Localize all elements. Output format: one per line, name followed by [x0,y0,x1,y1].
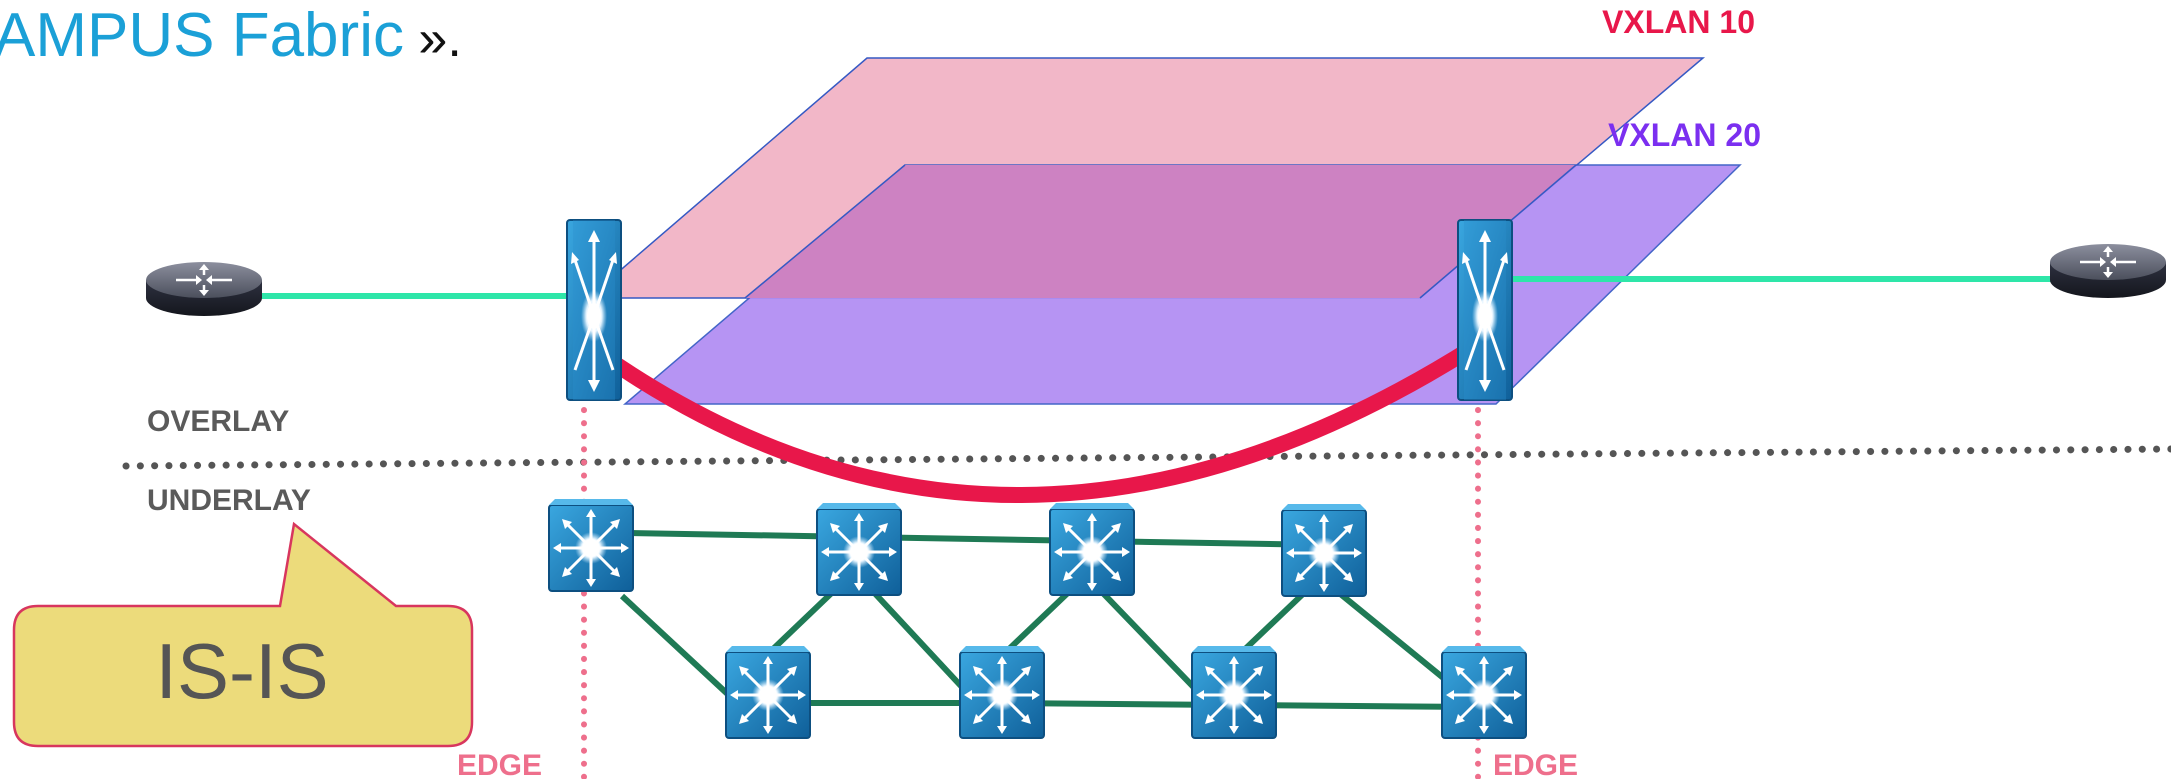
is-is-callout [12,521,474,748]
vxlan-tunnel [590,340,1480,503]
fabric-switch-icon [1048,501,1136,597]
title-suffix: ». [403,10,462,68]
edge-fabric-switch-icon [1440,644,1528,740]
edge-switch-icon [1456,218,1514,402]
fabric-switch-icon [724,644,812,740]
edge-label-right: EDGE [1493,749,1579,782]
router-icon [144,260,264,318]
fabric-switch-icon [547,497,635,593]
underlay-label: UNDERLAY [147,484,311,517]
fabric-switch-icon [1190,644,1278,740]
page-title: AMPUS Fabric ». [0,0,462,71]
edge-switch-icon [565,218,623,402]
fabric-switch-icon [815,501,903,597]
router-icon [2048,242,2168,300]
vxlan-10-label: VXLAN 10 [1602,4,1755,40]
title-text: AMPUS Fabric [0,1,404,70]
fabric-switch-icon [1280,502,1368,598]
overlay-underlay-divider [122,445,2171,470]
vxlan-overlap-region [745,165,1576,298]
edge-label-left: EDGE [457,749,543,782]
vxlan-20-label: VXLAN 20 [1608,117,1761,153]
callout-text: IS-IS [155,626,329,715]
overlay-label: OVERLAY [147,405,290,438]
fabric-switch-icon [958,644,1046,740]
